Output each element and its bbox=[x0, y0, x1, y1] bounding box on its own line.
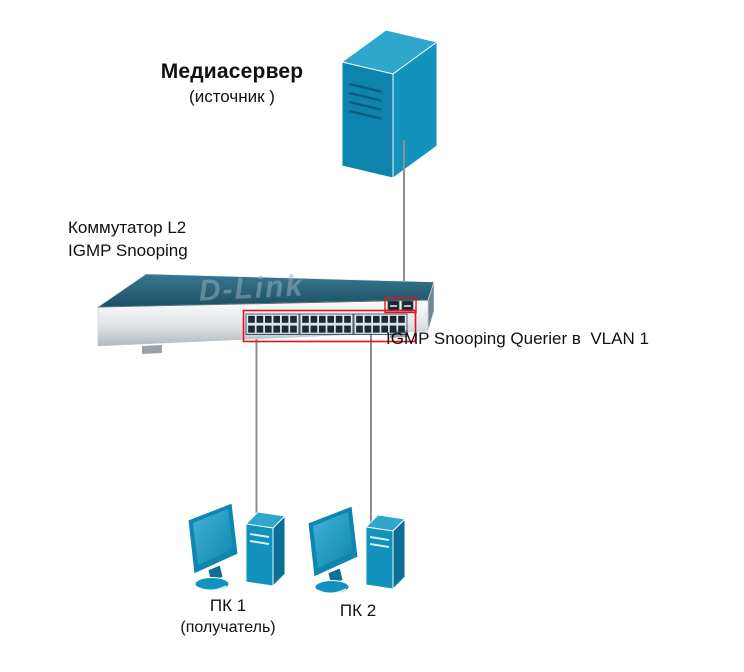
uplink-highlight-red-box bbox=[384, 297, 417, 314]
port-group-2 bbox=[299, 313, 354, 335]
server-front-face bbox=[341, 61, 394, 179]
port-group-3 bbox=[353, 313, 408, 335]
switch-icon: D-Link bbox=[97, 269, 435, 354]
switch-foot-left bbox=[142, 345, 162, 354]
server-subtitle: (источник ) bbox=[189, 87, 275, 106]
pc1-label: ПК 1 (получатель) bbox=[138, 596, 318, 637]
switch-label: Коммутатор L2 IGMP Snooping bbox=[68, 216, 188, 262]
media-server-icon bbox=[340, 29, 439, 179]
server-title: Медиасервер bbox=[160, 60, 304, 83]
switch-label-line2: IGMP Snooping bbox=[68, 241, 188, 260]
switch-front-face bbox=[97, 299, 429, 347]
pc2-name: ПК 2 bbox=[339, 601, 377, 620]
pc1-name: ПК 1 bbox=[209, 596, 247, 615]
ports-highlight-red-box bbox=[242, 309, 417, 343]
pc1-subtitle: (получатель) bbox=[180, 619, 276, 636]
cables bbox=[255, 327, 372, 541]
server-vents bbox=[348, 82, 382, 120]
pc1-icon bbox=[187, 502, 286, 592]
switch-ports bbox=[245, 300, 414, 335]
pc2-icon bbox=[307, 505, 406, 595]
server-label: Медиасервер (источник ) bbox=[118, 60, 346, 107]
querier-label: IGMP Snooping Querier в VLAN 1 bbox=[386, 329, 649, 348]
switch-label-line1: Коммутатор L2 bbox=[68, 218, 187, 237]
switch-top-edge bbox=[97, 299, 429, 308]
switch-brand-text: D-Link bbox=[198, 269, 305, 307]
pc2-label: ПК 2 bbox=[268, 601, 448, 621]
port-group-1 bbox=[245, 313, 300, 335]
